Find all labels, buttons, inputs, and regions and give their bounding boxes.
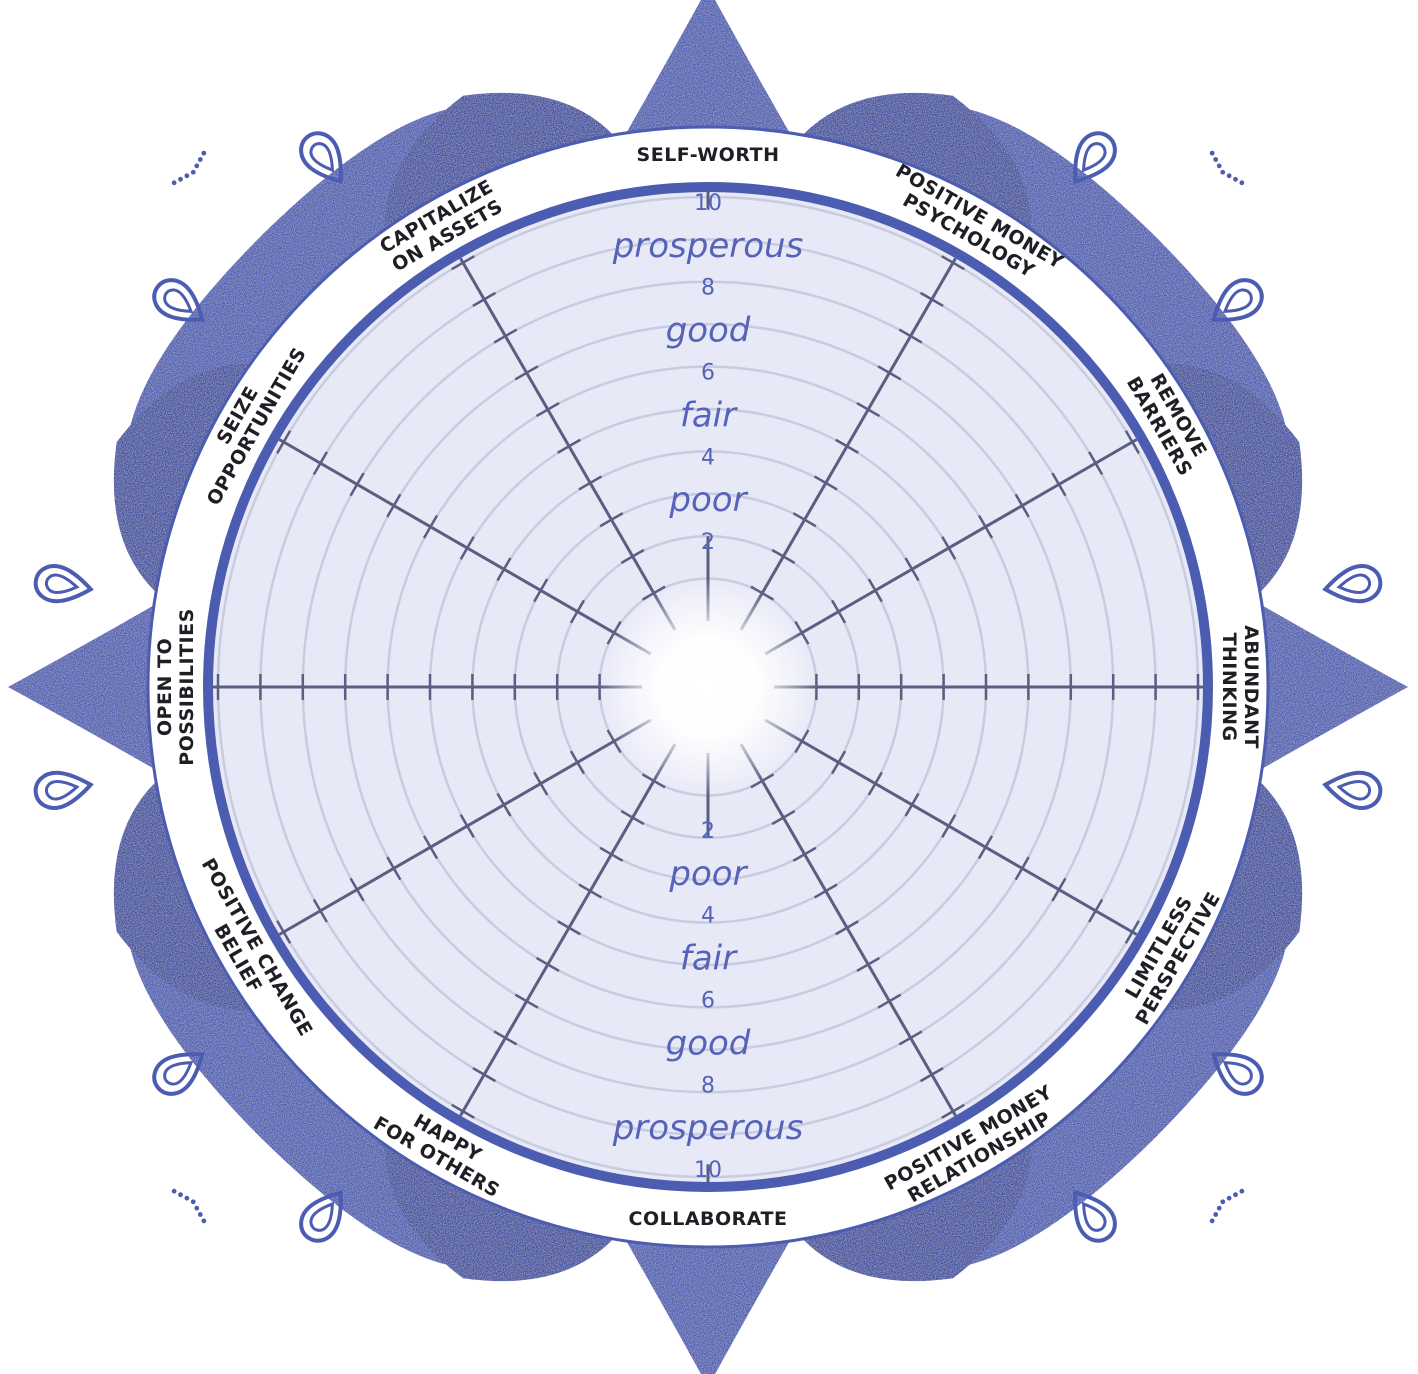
teardrop-icon [33,563,93,606]
scale-bottom-fair: fair [680,939,738,979]
svg-text:ABUNDANT: ABUNDANT [1240,625,1262,749]
scale-bottom-10: 10 [694,1158,722,1183]
scale-top-6: 6 [701,360,715,385]
svg-text:SELF-WORTH: SELF-WORTH [637,144,780,166]
scale-bottom-good: good [666,1023,751,1063]
scale-bottom-poor: poor [668,854,748,894]
segment-label-self-worth: SELF-WORTH [637,144,780,166]
scale-bottom-2: 2 [701,819,715,844]
teardrop-icon [33,767,93,810]
scale-bottom-prosperous: prosperous [612,1108,804,1148]
svg-text:THINKING: THINKING [1218,632,1240,741]
scale-bottom-6: 6 [701,989,715,1014]
center-glow [598,577,818,797]
dot-ornament [1205,1184,1246,1225]
svg-text:COLLABORATE: COLLABORATE [629,1208,788,1230]
dot-ornament [171,150,212,191]
teardrop-icon [1323,767,1383,810]
segment-label-collaborate: COLLABORATE [629,1208,788,1230]
svg-text:POSSIBILITIES: POSSIBILITIES [176,608,198,766]
scale-top-10: 10 [694,191,722,216]
scale-top-8: 8 [701,276,715,301]
scale-top-4: 4 [701,445,715,470]
scale-bottom-4: 4 [701,904,715,929]
scale-top-2: 2 [701,530,715,555]
dot-ornament [171,1184,212,1225]
svg-text:OPEN TO: OPEN TO [154,638,176,736]
scale-top-poor: poor [668,480,748,520]
teardrop-icon [1323,563,1383,606]
scale-top-fair: fair [680,395,738,435]
scale-bottom-8: 8 [701,1073,715,1098]
scale-top-prosperous: prosperous [612,226,804,266]
dot-ornament [1205,150,1246,191]
scale-top-good: good [666,311,751,351]
